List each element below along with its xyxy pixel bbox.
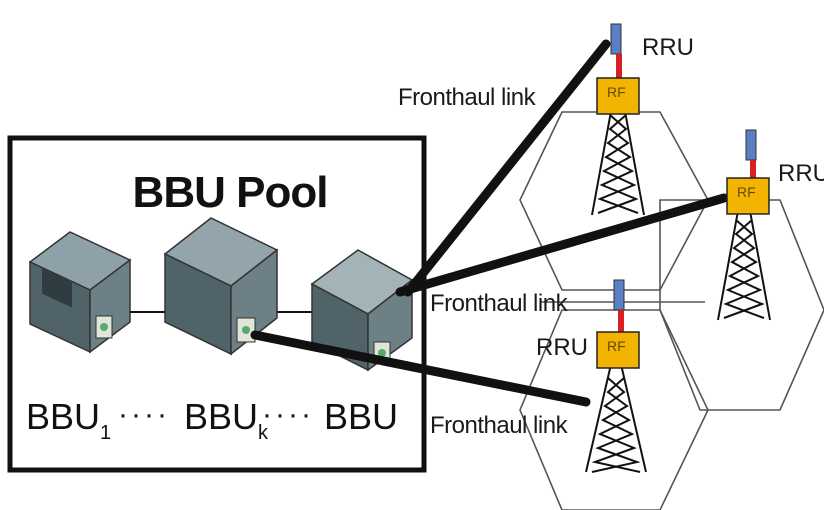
server-icon xyxy=(163,217,279,356)
fronthaul-label: Fronthaul link xyxy=(430,412,568,439)
fronthaul-links xyxy=(250,39,729,407)
rf-amplifier-icon xyxy=(596,77,770,369)
tower-icon xyxy=(591,94,645,216)
fronthaul-link-2 xyxy=(395,193,729,297)
pool-title: BBU Pool xyxy=(132,168,329,217)
rru-label: RRU xyxy=(778,160,824,187)
rf-label: RF xyxy=(737,184,756,200)
server-icon xyxy=(310,249,414,372)
rru-label: RRU xyxy=(536,334,588,361)
fronthaul-label: Fronthaul link xyxy=(430,290,568,317)
rf-label: RF xyxy=(607,338,626,354)
fronthaul-label: Fronthaul link xyxy=(398,84,536,111)
hex-cell-right xyxy=(659,199,824,411)
bbu-label-1: BBU1 xyxy=(26,396,111,445)
bbu-label-n: BBU xyxy=(324,396,398,445)
bbu-label-base: BBU xyxy=(184,396,259,437)
bbu-label-base: BBU xyxy=(324,396,399,437)
antenna-icon xyxy=(610,23,757,332)
ellipsis: ···· xyxy=(262,398,314,431)
server-icon xyxy=(28,231,132,354)
rru-label: RRU xyxy=(642,34,694,61)
bbu-label-base: BBU xyxy=(26,396,101,437)
rf-label: RF xyxy=(607,84,626,100)
hex-cell-bottom xyxy=(519,309,709,510)
tower-icon xyxy=(717,199,771,321)
bbu-label-sub: 1 xyxy=(100,422,112,444)
fronthaul-link-1 xyxy=(403,39,611,297)
bbu-label-sub: k xyxy=(258,422,269,444)
bbu-label-k: BBUk xyxy=(184,396,268,445)
fronthaul-link-3 xyxy=(250,330,591,407)
ellipsis: ···· xyxy=(118,398,170,431)
tower-icon xyxy=(585,359,647,473)
bbu-pool-box xyxy=(7,135,427,473)
